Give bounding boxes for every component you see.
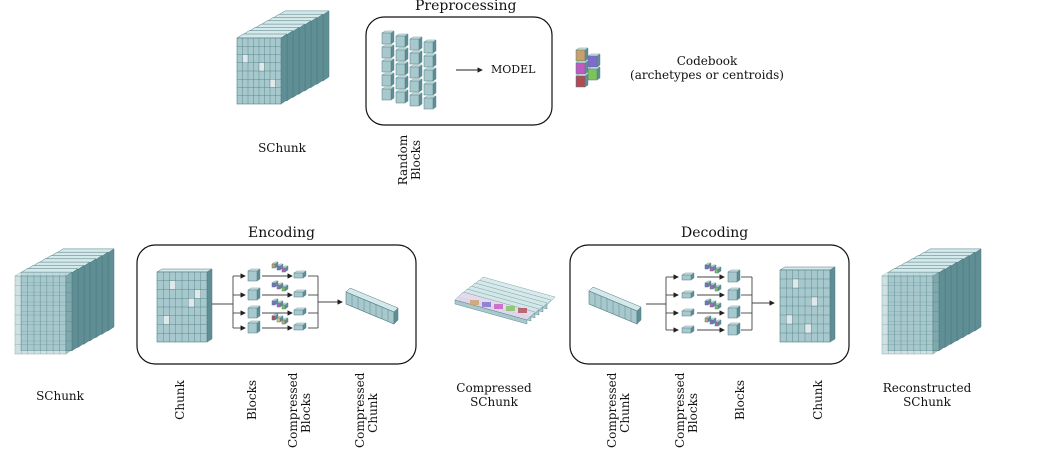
codebook-subtitle: (archetypes or centroids) [630, 68, 784, 82]
codebook-title: Codebook [676, 54, 738, 68]
preprocessing-schunk-label: SChunk [258, 141, 306, 155]
compressed-schunk-label: Compressed SChunk [454, 381, 534, 409]
encoding-frame [136, 244, 417, 365]
decoding-compressed-blocks-line2: Blocks [686, 392, 700, 434]
reconstructed-schunk-label: Reconstructed SChunk [877, 381, 977, 409]
encoding-chunk-label: Chunk [173, 380, 187, 420]
decoding-blocks-text: Blocks [733, 379, 747, 420]
decoding-compressed-chunk-label: Compressed Chunk [605, 373, 632, 448]
random-blocks-illustration [381, 30, 437, 110]
reconstructed-line1: Reconstructed [882, 381, 972, 395]
decoding-blocks-illustration [727, 269, 741, 336]
codebook-marker [470, 300, 479, 305]
decoding-connectors [646, 274, 775, 333]
model-label: MODEL [491, 63, 536, 76]
codebook-marker [506, 306, 515, 311]
preprocessing-frame [365, 16, 553, 126]
codebook-marker [482, 302, 491, 307]
decoding-compressed-blocks-illustration [681, 262, 722, 334]
decoding-frame [569, 244, 850, 365]
encoding-chunk-text: Chunk [173, 380, 187, 420]
encoding-blocks-label: Blocks [245, 379, 259, 420]
compressed-schunk-line1: Compressed [456, 381, 532, 395]
encoding-schunk-label: SChunk [36, 389, 84, 403]
codebook-marker [518, 308, 527, 313]
preproc-schunk-illustration [236, 10, 330, 105]
preprocessing-title: Preprocessing [415, 0, 517, 14]
encoding-blocks-illustration [247, 268, 261, 334]
encoding-connectors [212, 273, 343, 331]
reconstructed-schunk-illustration [881, 248, 982, 355]
encoding-compressed-blocks-illustration [271, 261, 307, 331]
decoding-compressed-chunk-illustration [588, 286, 642, 325]
encoding-compressed-chunk-illustration [345, 287, 399, 325]
random-blocks-line2: Blocks [409, 139, 423, 181]
decoding-chunk-label: Chunk [811, 380, 825, 420]
decoding-title: Decoding [681, 225, 749, 241]
encoding-blocks-text: Blocks [245, 379, 259, 420]
random-blocks-label: Random Blocks [396, 134, 423, 186]
decoding-chunk-text: Chunk [811, 380, 825, 420]
reconstructed-line2: SChunk [903, 395, 951, 409]
encoding-chunk-illustration [156, 268, 213, 343]
codebook-label: Codebook (archetypes or centroids) [612, 54, 802, 82]
decoding-compressed-chunk-line2: Chunk [618, 393, 632, 433]
encoding-title: Encoding [248, 225, 315, 241]
decoding-chunk-illustration [779, 266, 836, 343]
codebook-illustration [575, 47, 601, 88]
encoding-compressed-blocks-line2: Blocks [299, 392, 313, 434]
encoding-schunk-illustration [14, 248, 115, 355]
encoding-compressed-blocks-label: Compressed Blocks [286, 373, 313, 448]
encoding-compressed-chunk-label: Compressed Chunk [353, 373, 380, 448]
codebook-marker [494, 304, 503, 309]
compressed-schunk-illustration [454, 276, 556, 325]
encoding-compressed-chunk-line2: Chunk [366, 393, 380, 433]
compressed-schunk-line2: SChunk [470, 395, 518, 409]
decoding-blocks-label: Blocks [733, 379, 747, 420]
decoding-compressed-blocks-label: Compressed Blocks [673, 373, 700, 448]
